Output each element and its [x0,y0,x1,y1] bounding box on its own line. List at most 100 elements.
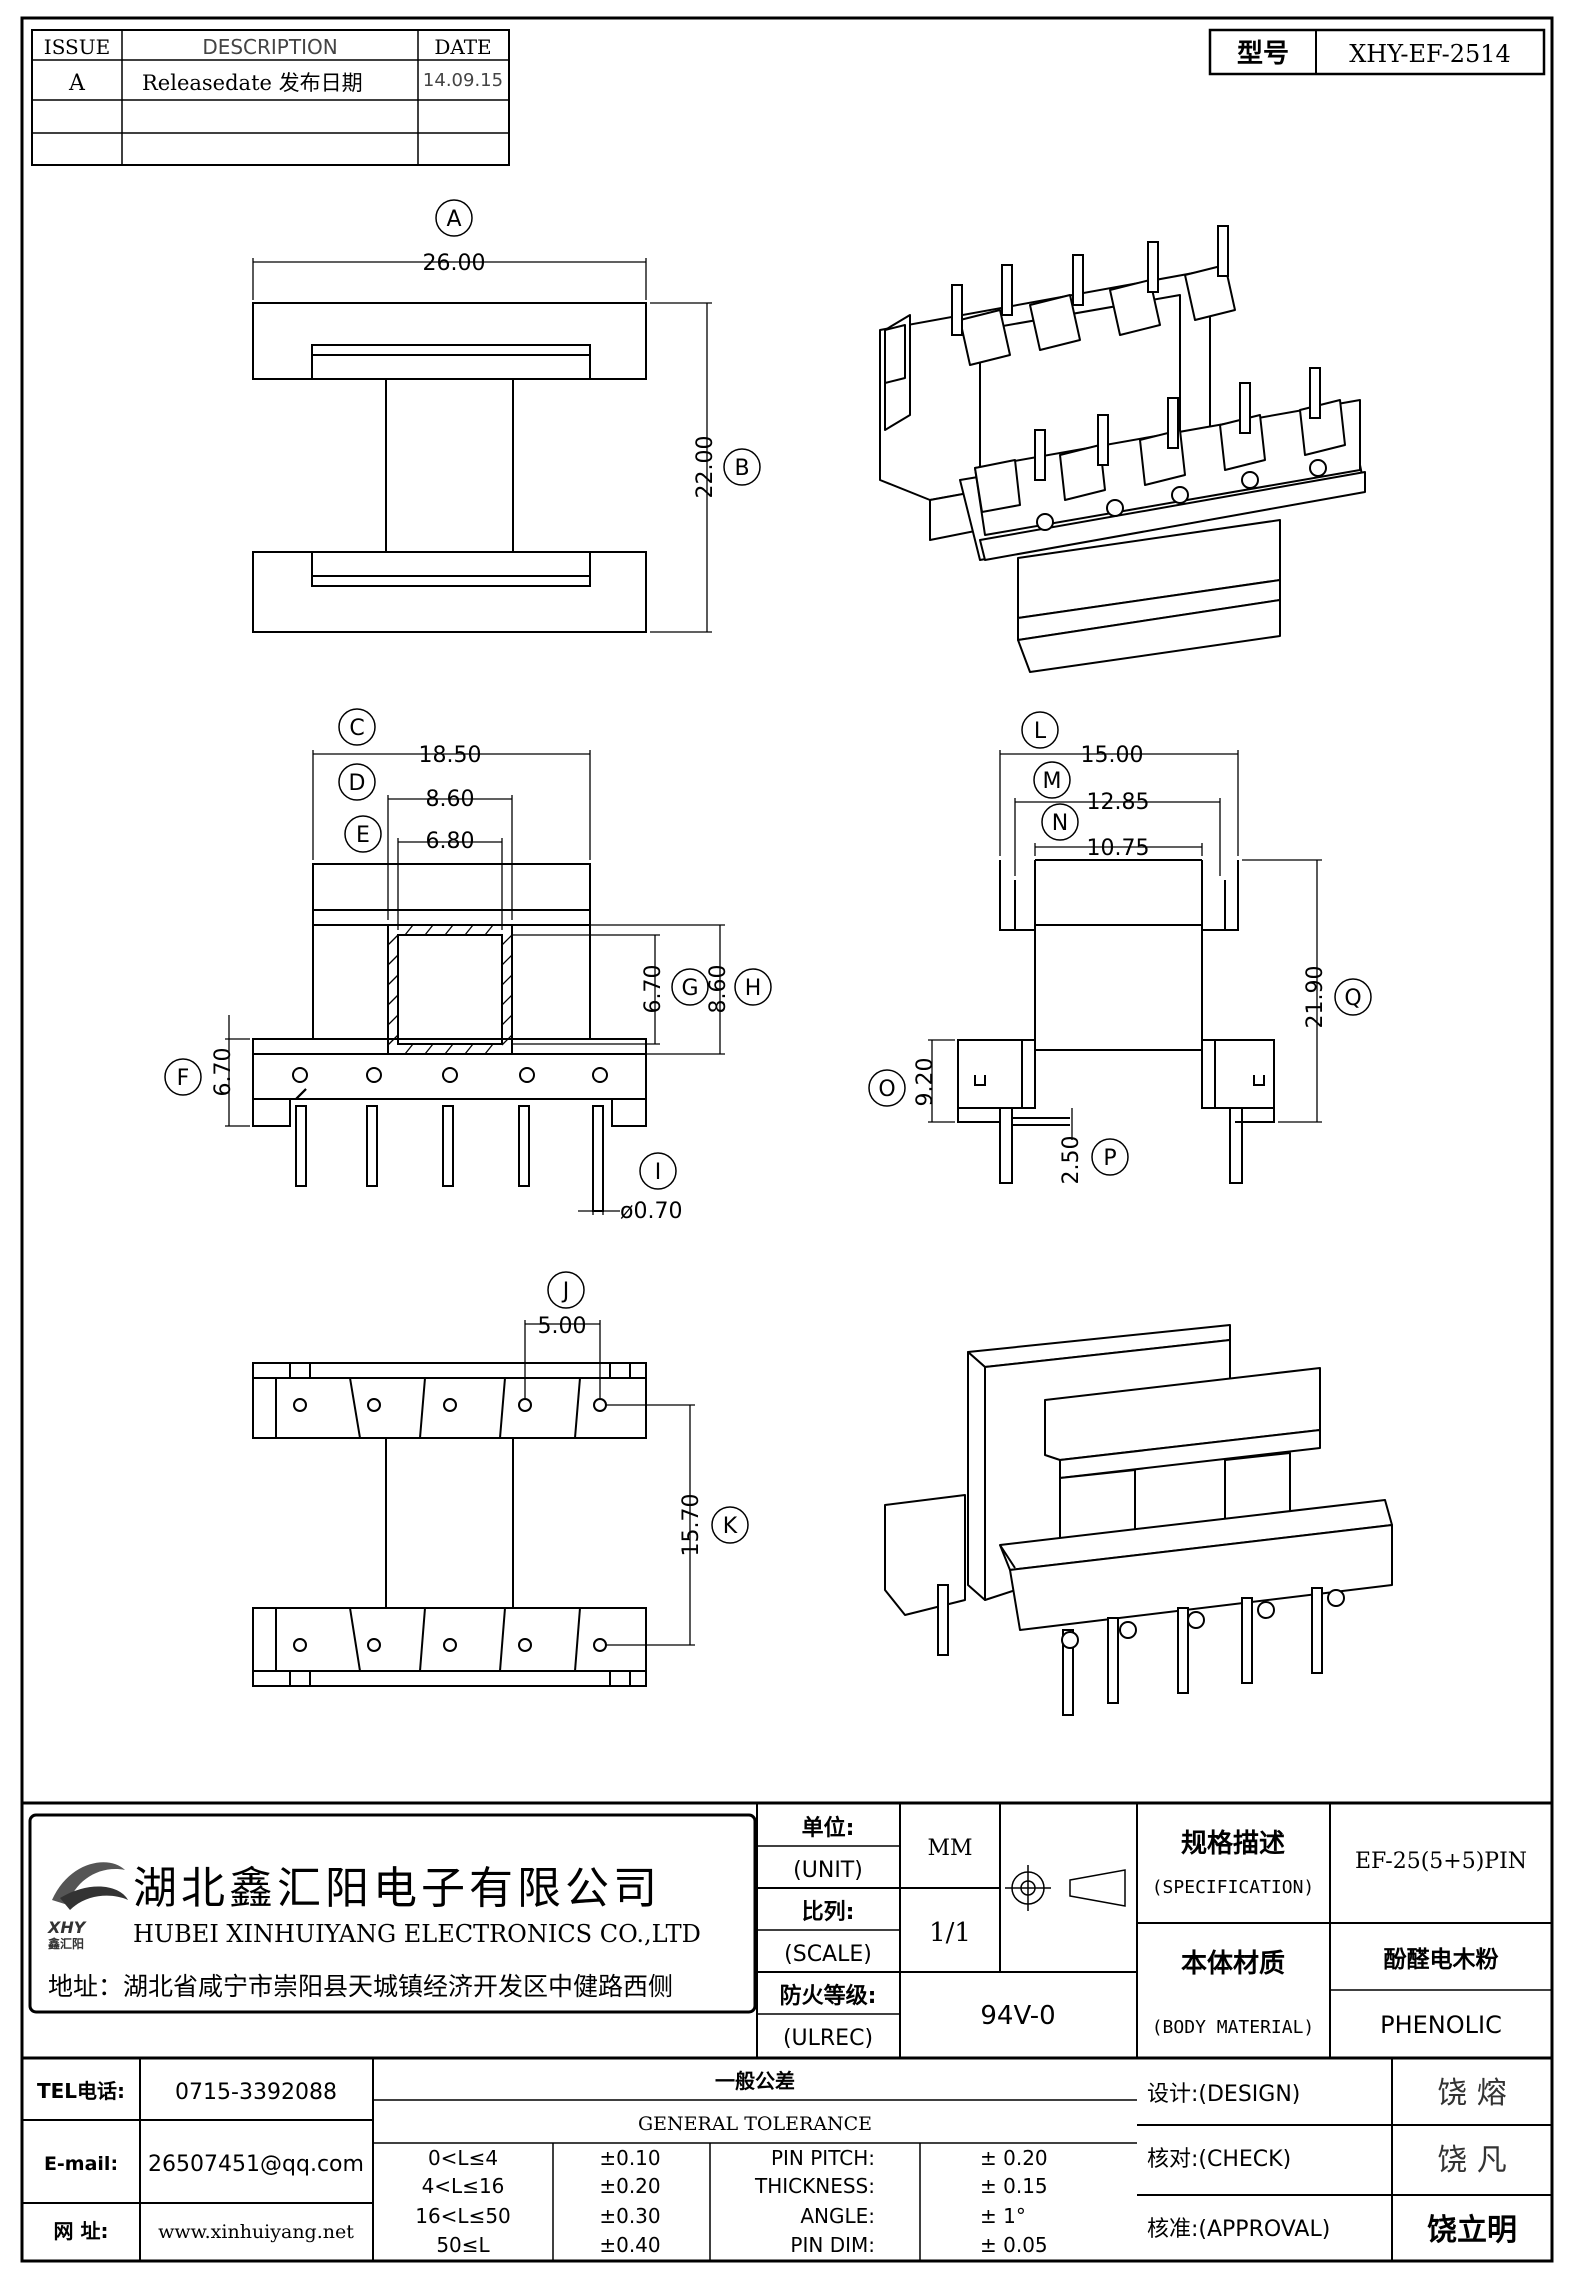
company-address: 地址：湖北省咸宁市崇阳县天城镇经济开发区中健路西侧 [48,1972,673,2001]
dim-f-value: 6.70 [211,1048,236,1097]
dimension-d: D 8.60 [338,763,474,812]
dimension-b: B 22.00 [693,436,761,499]
dimension-g: G 6.70 [641,965,709,1013]
approval-check-label: 核对:(CHECK) [1147,2147,1291,2172]
tol-range-2: 4<L≤16 [422,2174,505,2198]
dim-p-letter: P [1103,1146,1116,1171]
unit-label-en: (UNIT) [793,1858,863,1883]
dim-i-letter: I [655,1160,662,1185]
fire-rating-label-cn: 防火等级: [780,1983,877,2009]
dimension-q: Q 21.90 [1303,966,1372,1028]
title-block [21,1801,1552,2261]
approval-approve-label: 核准:(APPROVAL) [1147,2217,1330,2242]
dimension-a: A 26.00 [423,199,486,276]
tol-special-value-2: ± 0.15 [980,2174,1048,2198]
dim-p-value: 2.50 [1059,1136,1084,1185]
rev-header-description: DESCRIPTION [202,35,337,59]
dimension-n: N 10.75 [1041,803,1149,861]
web-label: 网 址: [54,2219,109,2243]
rev-row-date: 14.09.15 [423,70,503,91]
body-material-value-cn: 酚醛电木粉 [1384,1947,1499,1973]
dim-j-letter: J [561,1279,570,1304]
isometric-top-pins [951,225,1327,531]
dim-e-letter: E [356,823,370,848]
dimension-m: M 12.85 [1033,761,1150,815]
dim-i-value: ø0.70 [620,1199,682,1224]
dimension-e: E 6.80 [344,815,475,854]
tol-special-value-1: ± 0.20 [980,2146,1048,2170]
side-view [957,859,1275,1184]
side-view-dim-lines [928,750,1322,1140]
tol-value-3: ±0.30 [599,2204,660,2228]
rev-row-description: Releasedate 发布日期 [142,71,363,95]
email-label: E-mail: [44,2153,118,2175]
body-material-label-cn: 本体材质 [1181,1949,1285,1979]
tol-special-label-3: ANGLE: [800,2204,875,2228]
dimension-h: H 8.60 [706,965,772,1013]
web-value: www.xinhuiyang.net [158,2221,354,2243]
dim-n-letter: N [1052,811,1068,836]
scale-value: 1/1 [929,1918,971,1948]
dimension-f: F 6.70 [164,1048,236,1097]
front-view-dim-lines [225,750,725,1215]
model-label: 型号 [1237,39,1289,69]
isometric-view-top [879,264,1366,673]
tolerance-title-en: GENERAL TOLERANCE [638,2113,872,2135]
bottom-view [252,1362,647,1687]
dim-q-letter: Q [1344,986,1361,1011]
approval-design-name: 饶 熔 [1437,2076,1507,2111]
dim-f-letter: F [177,1066,190,1091]
tel-value: 0715-3392088 [175,2080,337,2105]
company-name-en: HUBEI XINHUIYANG ELECTRONICS CO.,LTD [133,1920,701,1948]
specification-label-cn: 规格描述 [1181,1828,1285,1859]
dim-e-value: 6.80 [426,829,475,854]
dimension-k: K 15.70 [679,1494,749,1557]
dim-j-value: 5.00 [538,1314,587,1339]
dim-a-value: 26.00 [423,251,486,276]
company-logo-icon: XHY 鑫汇阳 [47,1862,128,1951]
tol-range-3: 16<L≤50 [415,2204,511,2228]
tol-special-label-2: THICKNESS: [754,2174,875,2198]
title-block-text: 湖北鑫汇阳电子有限公司 HUBEI XINHUIYANG ELECTRONICS… [37,1815,1527,2257]
body-material-value-en: PHENOLIC [1380,2011,1502,2039]
rev-header-issue: ISSUE [44,35,110,59]
body-material-label-en: (BODY MATERIAL) [1152,2017,1315,2038]
specification-label-en: (SPECIFICATION) [1152,1877,1315,1898]
fire-rating-label-en: (ULREC) [783,2026,873,2051]
dim-c-value: 18.50 [419,743,482,768]
tel-label: TEL电话: [37,2079,125,2103]
model-value: XHY-EF-2514 [1349,40,1511,68]
dimension-i: I ø0.70 [620,1152,682,1224]
fire-rating-value: 94V-0 [980,2001,1055,2031]
dim-b-letter: B [734,456,749,481]
dimension-o: O 9.20 [868,1058,938,1107]
dim-d-letter: D [349,771,366,796]
isometric-view-bottom [884,1324,1393,1631]
tol-special-value-4: ± 0.05 [980,2233,1048,2257]
dim-l-letter: L [1034,719,1047,744]
dim-h-letter: H [745,976,762,1001]
email-value: 26507451@qq.com [148,2152,364,2177]
dim-m-value: 12.85 [1087,790,1150,815]
dim-b-value: 22.00 [693,436,718,499]
dim-m-letter: M [1043,769,1062,794]
front-view-hatching [387,924,513,1055]
logo-text: XHY [47,1918,87,1937]
model-box: 型号 XHY-EF-2514 [1208,28,1546,76]
dim-k-letter: K [723,1514,738,1539]
isometric-bottom-pins [937,1584,1345,1716]
tol-range-4: 50≤L [436,2233,490,2257]
tol-special-label-1: PIN PITCH: [771,2146,875,2170]
tolerance-title-cn: 一般公差 [715,2069,795,2093]
dim-k-value: 15.70 [679,1494,704,1557]
tol-value-2: ±0.20 [599,2174,660,2198]
dim-l-value: 15.00 [1081,743,1144,768]
rev-row-issue: A [68,71,86,96]
unit-label-cn: 单位: [802,1815,855,1841]
tol-value-4: ±0.40 [599,2233,660,2257]
approval-approve-name: 饶立明 [1427,2213,1517,2248]
dim-a-letter: A [446,207,461,232]
revision-table: ISSUE DESCRIPTION DATE A Releasedate 发布日… [31,29,510,166]
specification-value: EF-25(5+5)PIN [1355,1849,1527,1874]
